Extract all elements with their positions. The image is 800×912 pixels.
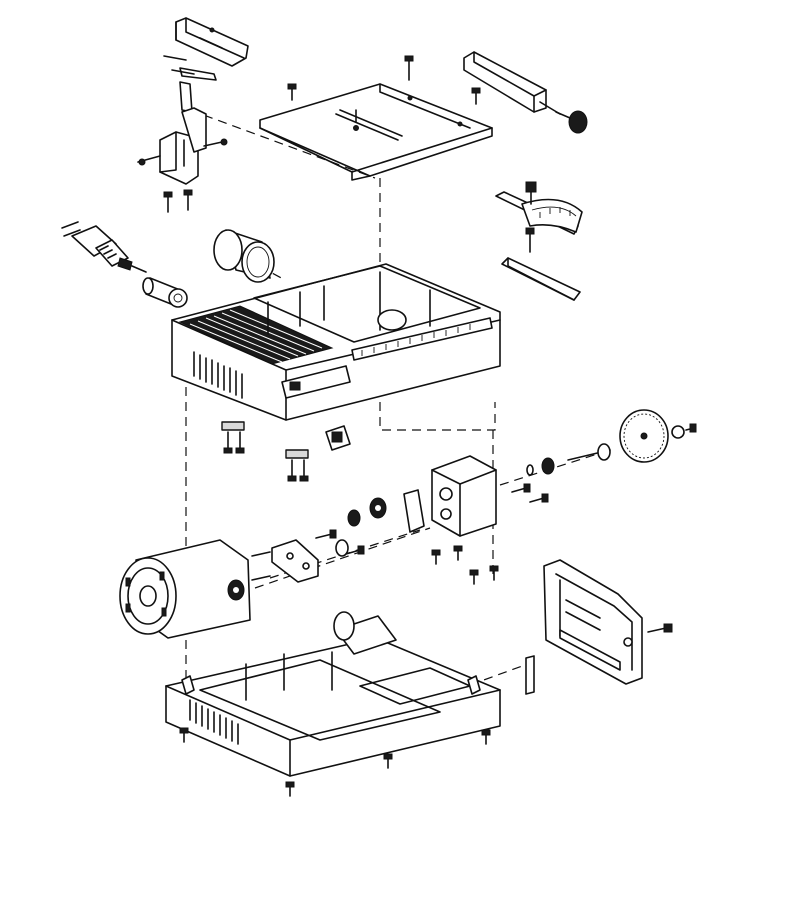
riving-knife-guard (137, 81, 228, 213)
power-cord (61, 221, 147, 273)
side-cover (525, 559, 673, 695)
rip-fence (463, 51, 588, 134)
upper-housing (171, 263, 501, 421)
housing-screws (221, 421, 351, 482)
table-top (259, 55, 493, 181)
arbor-gearbox (347, 455, 549, 585)
rip-fence-clamp (163, 17, 249, 81)
saw-blade (526, 409, 697, 476)
motor (119, 529, 365, 639)
miter-gauge (495, 181, 583, 301)
base-housing (165, 611, 501, 797)
dust-port-adapter (142, 229, 275, 308)
